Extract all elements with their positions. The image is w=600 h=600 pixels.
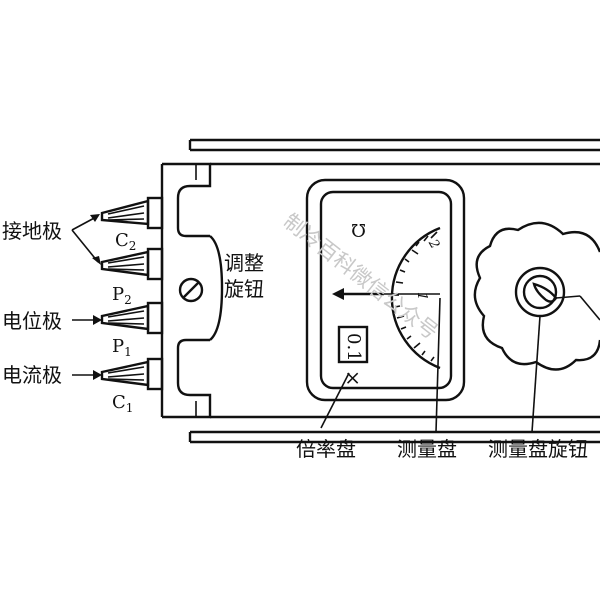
ground-electrode-label: 接地极 [2, 219, 62, 243]
current-electrode-label: 电流极 [2, 363, 62, 387]
terminal-c1 [100, 357, 164, 391]
adjust-knob-label-line1: 调整 [224, 251, 264, 275]
adjust-knob-screw [178, 277, 204, 303]
measuring-dial-knob [473, 221, 600, 371]
measuring-dial-knob-label: 测量盘旋钮 [488, 437, 588, 461]
c2-label: C2 [115, 230, 136, 253]
measuring-dial-label: 测量盘 [397, 437, 457, 461]
c1-label: C1 [112, 392, 133, 415]
current-arrow [72, 370, 102, 380]
potential-electrode-label: 电位极 [2, 309, 62, 333]
multiplier-dial-label: 倍率盘 [296, 437, 356, 461]
multiplier-value: 0.1 [343, 333, 364, 362]
potential-arrow [72, 315, 102, 325]
measuring-dial-scale [332, 226, 441, 370]
multiplier-times-sign: × [344, 367, 361, 391]
p2-label: P2 [112, 284, 132, 307]
dial-tick-1: 1 [414, 292, 429, 300]
terminal-p1 [100, 301, 164, 335]
multiplier-window [337, 325, 369, 364]
ohm-symbol: Ω [351, 219, 366, 240]
leader-lines [320, 297, 541, 433]
dial-tick-2: 2 [425, 236, 443, 252]
adjust-knob-label-line2: 旋钮 [224, 277, 264, 301]
p1-label: P1 [112, 336, 132, 359]
terminal-p2 [100, 247, 164, 281]
terminal-c2 [100, 196, 164, 230]
display-window [305, 178, 466, 402]
ground-arrows [71, 214, 101, 265]
